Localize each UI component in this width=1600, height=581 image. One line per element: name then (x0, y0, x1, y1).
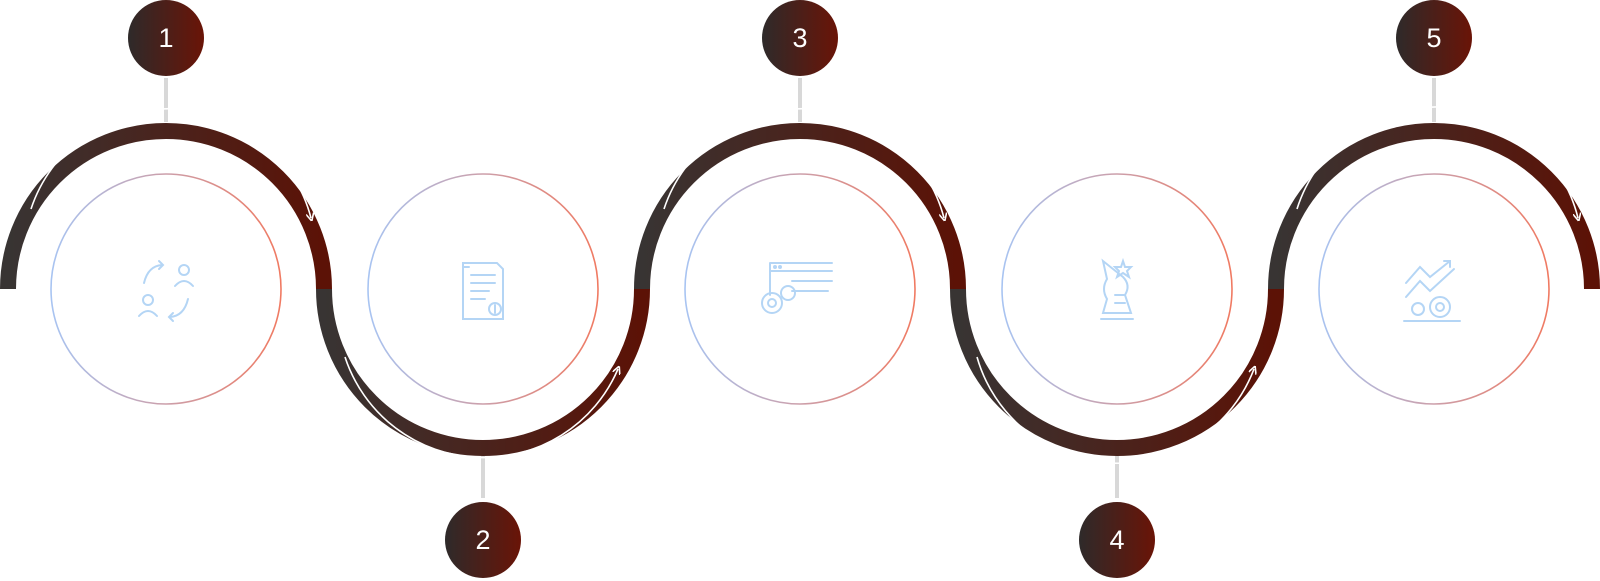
step-number-5: 5 (1426, 23, 1441, 53)
step-number-2: 2 (475, 525, 490, 555)
direction-arrows (30, 106, 1578, 465)
growth-gears-icon (1403, 260, 1461, 322)
document-report-icon (462, 262, 504, 320)
step-badge-2: 2 (445, 502, 521, 578)
step-badge-1: 1 (128, 0, 204, 76)
arrow-2 (344, 356, 618, 459)
step-badge-5: 5 (1396, 0, 1472, 76)
arrow-5 (1296, 106, 1578, 218)
icons (138, 257, 1461, 322)
ring-4 (1001, 173, 1233, 405)
arc-4 (950, 288, 1284, 456)
arrow-4 (976, 356, 1254, 465)
connectors (164, 78, 1436, 498)
arrow-1 (30, 107, 311, 218)
ring-3 (684, 173, 916, 405)
knight-chess-icon (1100, 257, 1134, 320)
arc-2 (316, 288, 650, 456)
arrow-3 (663, 107, 944, 218)
badges: 1 2 3 4 5 (128, 0, 1472, 578)
step-badge-4: 4 (1079, 502, 1155, 578)
step-number-4: 4 (1109, 525, 1124, 555)
step-number-1: 1 (158, 23, 173, 53)
arc-3 (634, 123, 966, 290)
ring-5 (1318, 173, 1550, 405)
step-number-3: 3 (792, 23, 807, 53)
user-exchange-icon (138, 260, 194, 322)
ring-1 (50, 173, 282, 405)
step-badge-3: 3 (762, 0, 838, 76)
web-settings-icon (761, 262, 833, 314)
rings (50, 173, 1550, 405)
ring-2 (367, 173, 599, 405)
wave-path (0, 123, 1600, 456)
